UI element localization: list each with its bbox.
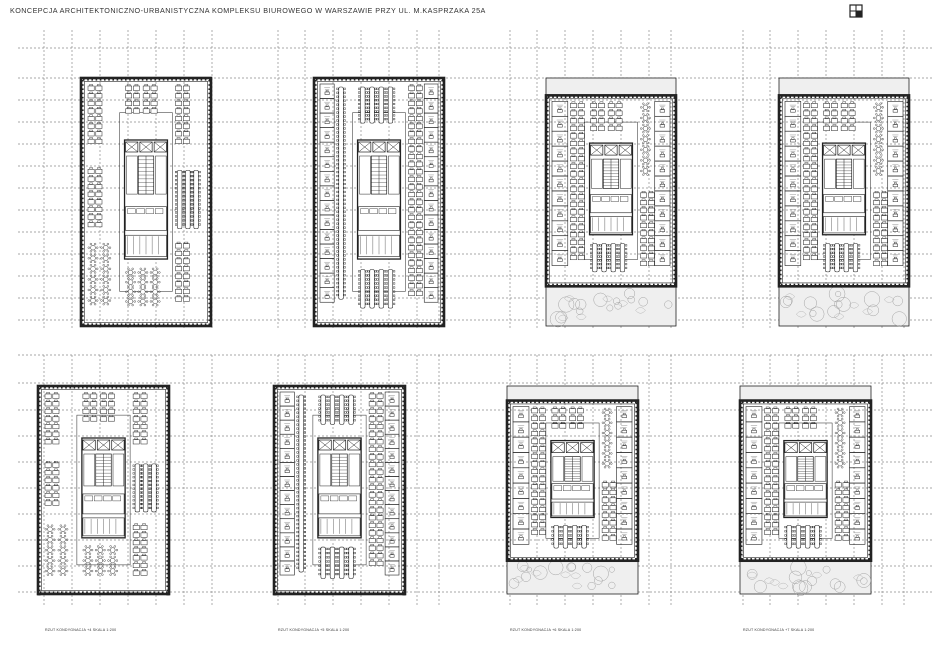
floor-plan-3 xyxy=(544,77,678,328)
caption-plan-4: RZUT KONDYGNACJA +7 SKALA 1:200 xyxy=(743,628,815,632)
floor-plan-7 xyxy=(505,385,640,595)
floor-plan-2 xyxy=(312,76,446,328)
sheet-title: KONCEPCJA ARCHITEKTONICZNO-URBANISTYCZNA… xyxy=(10,6,486,15)
caption-plan-3: RZUT KONDYGNACJA +6 SKALA 1:200 xyxy=(510,628,582,632)
floor-plan-4 xyxy=(777,77,911,327)
floor-plan-5 xyxy=(36,384,171,596)
floor-plan-6 xyxy=(272,384,407,596)
floor-plan-1 xyxy=(79,76,213,328)
grid-layout-icon[interactable] xyxy=(849,4,863,18)
floor-plan-8 xyxy=(738,385,873,596)
caption-plan-2: RZUT KONDYGNACJA +5 SKALA 1:200 xyxy=(278,628,350,632)
caption-plan-1: RZUT KONDYGNACJA +4 SKALA 1:200 xyxy=(45,628,117,632)
